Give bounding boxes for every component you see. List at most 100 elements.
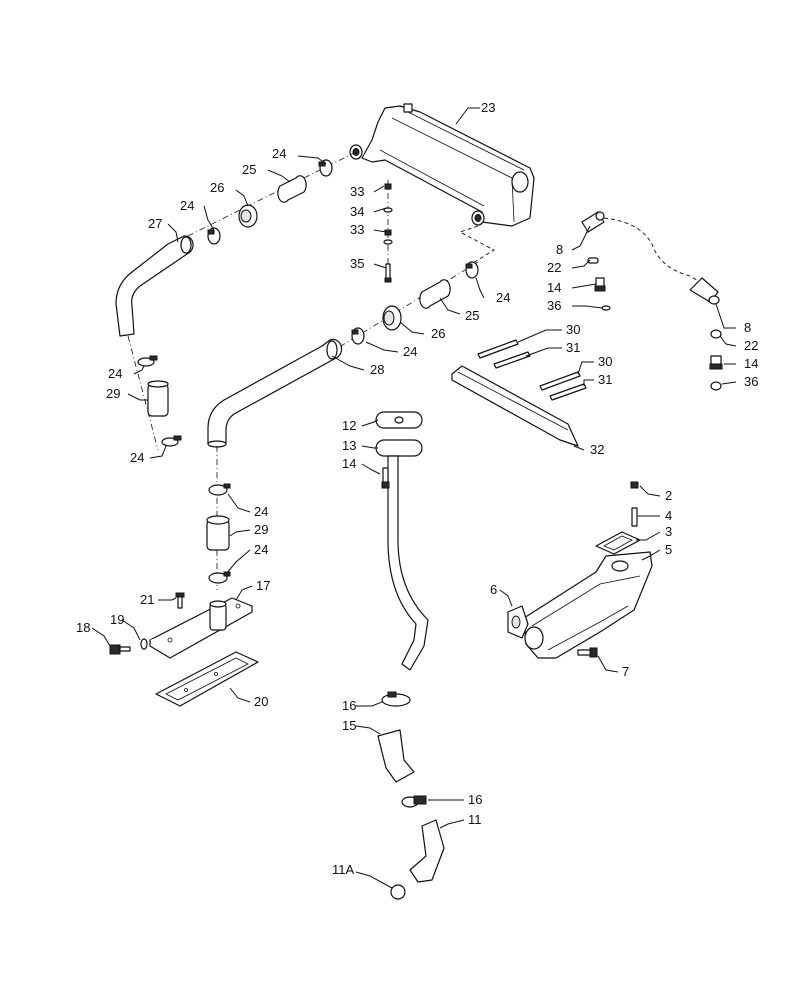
stud-part <box>539 371 581 391</box>
callout-14: 14 <box>547 280 561 295</box>
callout-24: 24 <box>254 542 268 557</box>
callout-24: 24 <box>403 344 417 359</box>
callout-11: 11 <box>468 812 482 827</box>
callout-19: 19 <box>110 612 124 627</box>
exhaust-gasket-part <box>507 605 529 639</box>
hose-part <box>419 279 451 309</box>
elbow-part <box>409 819 445 883</box>
callout-31: 31 <box>566 340 580 355</box>
callout-24: 24 <box>254 504 268 519</box>
callout-32: 32 <box>590 442 604 457</box>
washer-part <box>710 381 722 391</box>
callout-8: 8 <box>744 320 751 335</box>
hose-part <box>277 175 307 203</box>
hose-part <box>206 515 230 551</box>
fitting-part <box>709 355 723 370</box>
callout-24: 24 <box>108 366 122 381</box>
callout-16: 16 <box>342 698 356 713</box>
leader-lines <box>91 107 737 889</box>
rubber-sleeve-part <box>238 204 258 228</box>
callout-27: 27 <box>148 216 162 231</box>
callout-12: 12 <box>342 418 356 433</box>
banjo-fitting-part <box>689 277 720 305</box>
washer-part <box>601 305 611 311</box>
callout-11A: 11A <box>332 862 354 877</box>
hose-part <box>377 729 415 783</box>
callout-28: 28 <box>370 362 384 377</box>
callout-29: 29 <box>254 522 268 537</box>
hose-clamp-part <box>208 571 231 584</box>
callout-7: 7 <box>622 664 629 679</box>
callout-18: 18 <box>76 620 90 635</box>
callout-13: 13 <box>342 438 356 453</box>
bolt-part <box>381 467 390 489</box>
callout-34: 34 <box>350 204 364 219</box>
callout-24: 24 <box>130 450 144 465</box>
nut-part <box>384 183 392 190</box>
rubber-sleeve-part <box>382 305 402 331</box>
callout-24: 24 <box>272 146 286 161</box>
stud-part <box>631 507 638 527</box>
hose-clamp-part <box>351 327 365 345</box>
hose-part <box>147 380 169 417</box>
hose-clamp-part <box>208 483 231 496</box>
hose-clamp-part <box>401 795 427 808</box>
callout-29: 29 <box>106 386 120 401</box>
bolt-part <box>109 644 131 655</box>
hose-clamp-part <box>207 227 221 245</box>
exhaust-manifold-part <box>523 551 653 659</box>
callout-33: 33 <box>350 222 364 237</box>
callout-25: 25 <box>465 308 479 323</box>
hose-clamp-part <box>137 355 158 367</box>
callout-16: 16 <box>468 792 482 807</box>
callout-26: 26 <box>210 180 224 195</box>
bolt-part <box>577 647 598 658</box>
callout-22: 22 <box>547 260 561 275</box>
gasket-part <box>155 651 259 707</box>
nut-part <box>383 229 393 245</box>
oil-tube-part <box>387 455 429 671</box>
tube-flange-part <box>375 439 423 457</box>
gasket-part <box>595 531 641 555</box>
callout-20: 20 <box>254 694 268 709</box>
callout-31: 31 <box>598 372 612 387</box>
callout-30: 30 <box>566 322 580 337</box>
banjo-fitting-part <box>581 211 605 264</box>
callout-33: 33 <box>350 184 364 199</box>
cover-plate-part <box>149 597 253 659</box>
flange-gasket-part <box>375 411 423 429</box>
elbow-pipe-part <box>115 235 194 337</box>
bolt-part <box>384 263 392 283</box>
hose-clamp-part <box>318 159 333 177</box>
stud-part <box>477 339 519 359</box>
callout-14: 14 <box>342 456 356 471</box>
callout-36: 36 <box>744 374 758 389</box>
callout-3: 3 <box>665 524 672 539</box>
callout-36: 36 <box>547 298 561 313</box>
charge-air-cooler-part <box>349 103 535 227</box>
callout-24: 24 <box>180 198 194 213</box>
callout-35: 35 <box>350 256 364 271</box>
callout-5: 5 <box>665 542 672 557</box>
pin-part <box>493 351 531 369</box>
callout-25: 25 <box>242 162 256 177</box>
callout-8: 8 <box>556 242 563 257</box>
fitting-part <box>594 277 606 292</box>
callout-17: 17 <box>256 578 270 593</box>
hose-clamp-part <box>381 691 411 707</box>
o-ring-part <box>390 884 406 900</box>
callout-21: 21 <box>140 592 154 607</box>
callout-2: 2 <box>665 488 672 503</box>
hose-clamp-part <box>465 261 479 279</box>
bracket-strip-part <box>451 365 579 447</box>
callout-14: 14 <box>744 356 758 371</box>
washer-part <box>140 638 148 650</box>
washer-part <box>383 207 393 213</box>
washer-part <box>710 329 722 339</box>
callout-23: 23 <box>481 100 495 115</box>
bolt-part <box>175 592 185 609</box>
callout-15: 15 <box>342 718 356 733</box>
callout-4: 4 <box>665 508 672 523</box>
nut-part <box>630 481 639 489</box>
